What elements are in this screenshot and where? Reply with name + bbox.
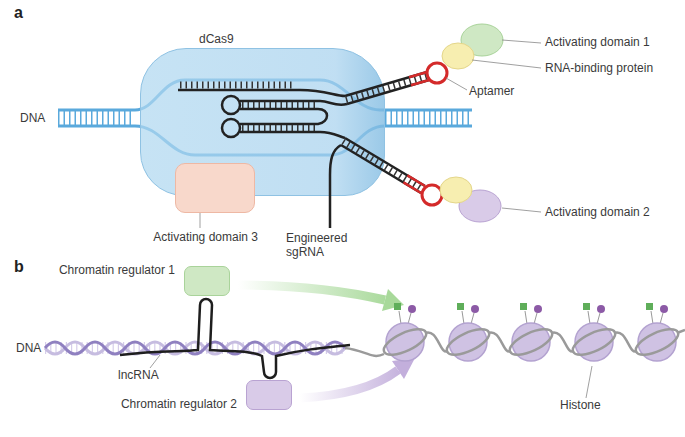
leader-line [502,208,541,212]
histone-mark [457,303,464,310]
histone-mark [660,305,668,313]
arrow-head [382,289,404,311]
base-pairs [180,82,292,89]
leader-line [586,366,592,398]
base-pairs [343,142,423,190]
histone-mark [408,305,416,313]
activating-domain-shape [461,24,503,56]
lncrna-strand [120,299,350,378]
leader-line [200,213,201,228]
sgrna-strand [345,72,427,96]
histone-tail [534,313,537,324]
histone-mark [471,305,479,313]
rna-binding-protein-shape [442,43,474,69]
histone-tail [588,311,590,324]
nucleosome [632,303,681,361]
dna-helix-strand [45,342,345,354]
chromatin-regulator-box: Chromatin regulator 2 [246,380,292,410]
nucleosome [443,303,492,361]
sgrna-strand [341,145,421,193]
nucleosome [380,303,429,361]
base-pairs [242,125,318,131]
nucleosome [506,303,555,361]
aptamer-strand [409,72,427,77]
arrow-head [392,358,415,379]
sgrna-strand [240,109,327,124]
sgrna-strand [240,132,345,138]
histone-tail [651,311,653,324]
domain-label: Activating domain 1 [545,35,650,49]
wrapped-dna [443,324,492,360]
effect-arrow [238,285,385,300]
base-pairs [346,76,428,100]
wrapped-dna [569,324,618,360]
histone-mark [646,303,653,310]
histone-mark [394,303,401,310]
aptamer-strand [411,80,429,85]
dna-label: DNA [20,111,45,125]
histone-disc [449,323,487,361]
protein-label: RNA-binding protein [545,61,653,75]
lncrna-label: lncRNA [118,368,159,382]
wrapped-dna [506,324,555,360]
activating-domain-box: Activating domain 3 [175,163,255,213]
histone-tail [597,313,600,324]
domain-label: Activating domain 2 [545,205,650,219]
dna-helix-strand [45,342,345,354]
regulator-label: Chromatin regulator 2 [121,397,237,411]
aptamer-strand [407,175,425,186]
protein-label: dCas9 [199,32,234,46]
aptamer-label: Aptamer [469,84,514,98]
regulator-label: Chromatin regulator 1 [59,263,175,277]
sgrna-strand [345,138,425,186]
panel-letter: a [14,4,23,22]
domain-label: Activating domain 3 [153,230,258,244]
effect-arrow [300,370,398,398]
histone-tail [660,313,663,324]
leader-line [472,60,541,68]
sgrna-strand [240,101,347,105]
hairpin-loop [222,96,240,114]
chromatin-regulator-box: Chromatin regulator 1 [184,266,230,296]
base-pairs [385,111,472,125]
histone-disc [638,323,676,361]
leader-line [502,40,541,43]
histone-tail [399,311,401,324]
histone-tail [471,313,474,324]
histone-mark [534,305,542,313]
aptamer-strand [403,182,421,193]
histone-label: Histone [560,398,601,412]
aptamer-loop [422,185,442,205]
panel-letter: b [14,258,24,276]
histone-mark [520,303,527,310]
wrapped-dna [632,324,681,360]
linker-dna [345,330,685,356]
sgrna-strand [347,80,429,104]
sgrna-tail [330,145,341,228]
leader-line [446,78,467,90]
leader-line [150,355,160,368]
dna-label: DNA [16,341,41,355]
hairpin-loop [222,119,240,137]
base-pairs [45,342,345,354]
aptamer-loop [427,63,447,83]
histone-tail [525,311,527,324]
base-pairs [242,102,318,108]
histone-disc [575,323,613,361]
rna-binding-protein-shape [440,177,472,203]
activating-domain-shape [459,190,501,222]
histone-tail [462,311,464,324]
wrapped-dna [380,324,429,360]
base-pairs [58,111,135,125]
sgrna-strand [178,90,345,96]
histone-disc [386,323,424,361]
histone-tail [408,313,411,324]
histone-mark [583,303,590,310]
nucleosome [569,303,618,361]
sgrna-label: Engineered sgRNA [286,231,356,259]
histone-disc [512,323,550,361]
histone-mark [597,305,605,313]
